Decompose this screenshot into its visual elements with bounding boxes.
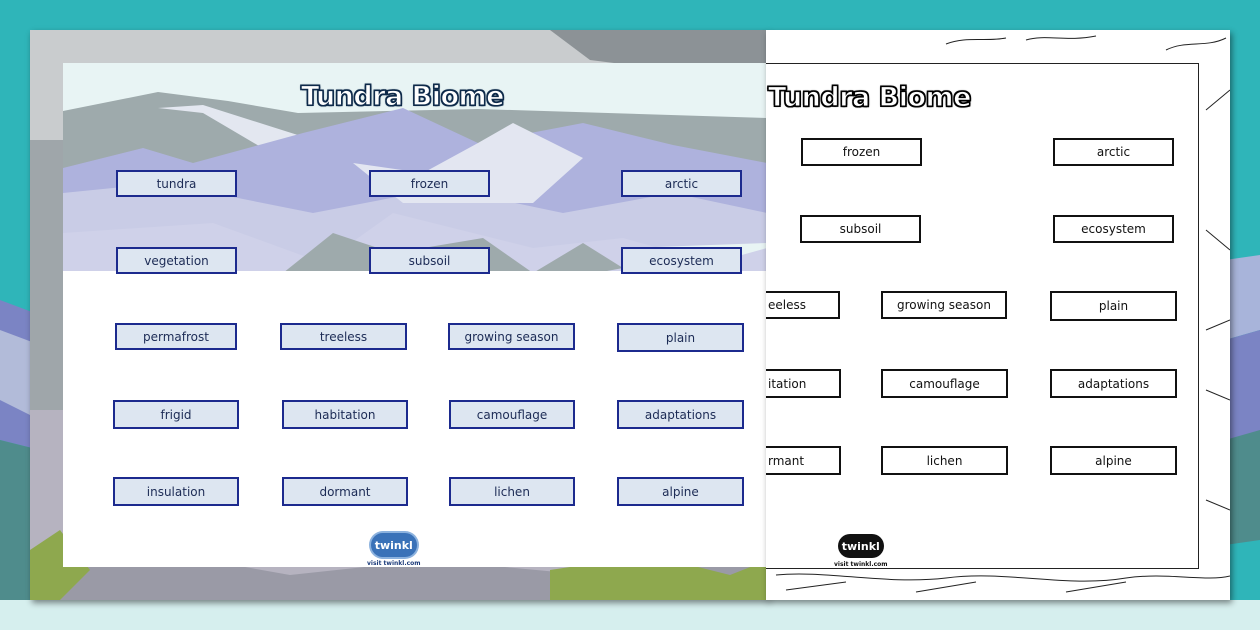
cloud-logo-icon: twinkl (837, 534, 884, 558)
bw-worksheet-page: Tundra Biome frozen arctic subsoil ecosy… (766, 63, 1199, 569)
word-card[interactable]: insulation (113, 477, 239, 506)
word-card[interactable]: lichen (449, 477, 575, 506)
word-card[interactable]: alpine (617, 477, 744, 506)
color-worksheet-preview: Tundra Biome tundra frozen arctic vegeta… (30, 30, 768, 600)
word-card[interactable]: permafrost (115, 323, 237, 350)
word-card[interactable]: frozen (801, 138, 922, 166)
line-art-border (775, 35, 1230, 593)
word-card[interactable]: arctic (621, 170, 742, 197)
color-worksheet-page: Tundra Biome tundra frozen arctic vegeta… (63, 63, 767, 567)
word-card-partial[interactable]: eeless (766, 291, 840, 319)
word-card[interactable]: ecosystem (621, 247, 742, 274)
word-card[interactable]: tundra (116, 170, 237, 197)
logo-caption: visit twinkl.com (834, 561, 888, 568)
word-card[interactable]: frigid (113, 400, 239, 429)
word-card[interactable]: lichen (881, 446, 1008, 475)
twinkl-logo: twinkl visit twinkl.com (367, 533, 421, 567)
word-card[interactable]: adaptations (1050, 369, 1177, 398)
page-title: Tundra Biome (300, 80, 505, 112)
word-card[interactable]: treeless (280, 323, 407, 350)
word-card[interactable]: dormant (282, 477, 408, 506)
logo-caption: visit twinkl.com (367, 560, 421, 567)
word-card[interactable]: habitation (282, 400, 408, 429)
word-card[interactable]: adaptations (617, 400, 744, 429)
word-card[interactable]: camouflage (449, 400, 575, 429)
word-card[interactable]: ecosystem (1053, 215, 1174, 243)
page-title: Tundra Biome (767, 81, 972, 113)
light-background-strip (0, 600, 1260, 630)
word-card-partial[interactable]: rmant (766, 446, 841, 475)
word-card[interactable]: vegetation (116, 247, 237, 274)
word-card[interactable]: arctic (1053, 138, 1174, 166)
word-card-partial[interactable]: itation (766, 369, 841, 398)
cloud-logo-icon: twinkl (370, 533, 417, 557)
word-card[interactable]: growing season (881, 291, 1007, 319)
twinkl-logo: twinkl visit twinkl.com (834, 534, 888, 568)
word-card[interactable]: plain (1050, 291, 1177, 321)
word-card[interactable]: subsoil (800, 215, 921, 243)
word-card[interactable]: camouflage (881, 369, 1008, 398)
bw-worksheet-preview: Tundra Biome frozen arctic subsoil ecosy… (766, 30, 1230, 600)
word-card[interactable]: frozen (369, 170, 490, 197)
word-card[interactable]: alpine (1050, 446, 1177, 475)
word-card[interactable]: subsoil (369, 247, 490, 274)
word-card[interactable]: growing season (448, 323, 575, 350)
word-card[interactable]: plain (617, 323, 744, 352)
